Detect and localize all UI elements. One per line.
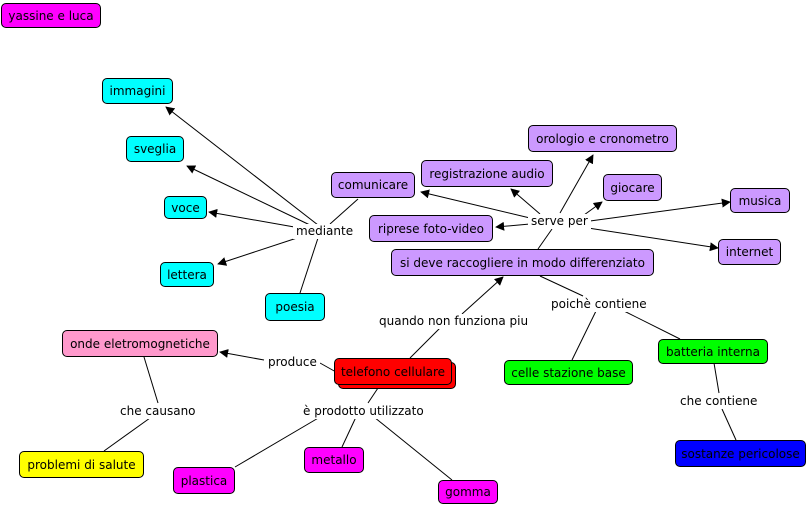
link-servep-giocare <box>583 201 603 216</box>
node-batteria[interactable]: batteria interna <box>658 339 768 364</box>
node-internet[interactable]: internet <box>718 239 781 265</box>
link-servep-orologio <box>559 154 594 214</box>
node-musica[interactable]: musica <box>730 188 790 213</box>
link-servep-registrazione <box>510 188 541 215</box>
node-gomma[interactable]: gomma <box>438 480 498 504</box>
link-label-serve-per: serve per <box>528 214 591 229</box>
link-onde-checausano <box>143 356 159 404</box>
link-label-mediante: mediante <box>293 224 357 239</box>
node-problemi[interactable]: problemi di salute <box>19 451 144 478</box>
link-servep-musica <box>589 198 731 222</box>
link-label-prodotto: è prodotto utilizzato <box>300 404 427 419</box>
node-immagini[interactable]: immagini <box>102 78 173 104</box>
node-voce[interactable]: voce <box>164 196 207 219</box>
link-raccogliere-servep <box>537 228 553 250</box>
link-telefono-produce <box>319 362 337 373</box>
node-telefono[interactable]: telefono cellulare <box>334 358 452 385</box>
node-lettera[interactable]: lettera <box>160 262 214 287</box>
link-servep-riprese <box>495 221 531 231</box>
link-label-produce: produce <box>265 355 320 370</box>
link-checausano-problemi <box>103 417 151 452</box>
node-plastica[interactable]: plastica <box>173 467 235 494</box>
node-onde[interactable]: onde eletromognetiche <box>62 330 218 357</box>
link-batteria-checontiene <box>713 362 720 394</box>
link-mediante-sveglia <box>186 165 313 227</box>
link-poiche-celle <box>571 310 597 361</box>
link-raccogliere-poiche <box>539 275 584 297</box>
link-prodotto-plastica <box>234 416 321 468</box>
link-comunicare-mediante <box>329 198 359 225</box>
node-metallo[interactable]: metallo <box>304 447 364 473</box>
link-telefono-quando <box>409 327 441 359</box>
link-label-quando: quando non funziona piu <box>376 314 532 329</box>
link-quando-raccogliere <box>461 276 504 315</box>
link-prodotto-gomma <box>373 416 453 481</box>
link-poiche-batteria <box>623 310 681 340</box>
link-servep-comunicare <box>420 189 531 219</box>
link-servep-internet <box>587 227 719 252</box>
link-mediante-lettera <box>217 236 301 266</box>
link-label-che-contiene: che contiene <box>677 394 761 409</box>
node-authors[interactable]: yassine e luca <box>1 3 101 28</box>
link-mediante-immagini <box>165 106 319 226</box>
link-label-poiche: poichè contiene <box>548 297 650 312</box>
link-prodotto-metallo <box>341 416 357 448</box>
node-raccogliere[interactable]: si deve raccogliere in modo differenziat… <box>391 249 654 276</box>
node-giocare[interactable]: giocare <box>603 174 662 201</box>
link-checontiene-sostanze <box>721 408 737 441</box>
node-sveglia[interactable]: sveglia <box>126 136 184 162</box>
node-sostanze[interactable]: sostanze pericolose <box>675 440 806 467</box>
node-celle[interactable]: celle stazione base <box>504 360 633 385</box>
node-registrazione-audio[interactable]: registrazione audio <box>421 160 553 187</box>
node-comunicare[interactable]: comunicare <box>331 172 415 198</box>
node-poesia[interactable]: poesia <box>265 293 325 321</box>
node-orologio[interactable]: orologio e cronometro <box>528 125 677 152</box>
link-mediante-poesia <box>299 237 319 294</box>
node-riprese[interactable]: riprese foto-video <box>369 215 493 242</box>
link-produce-onde <box>219 349 265 361</box>
link-mediante-voce <box>208 208 301 229</box>
link-label-che-causano: che causano <box>117 404 199 419</box>
